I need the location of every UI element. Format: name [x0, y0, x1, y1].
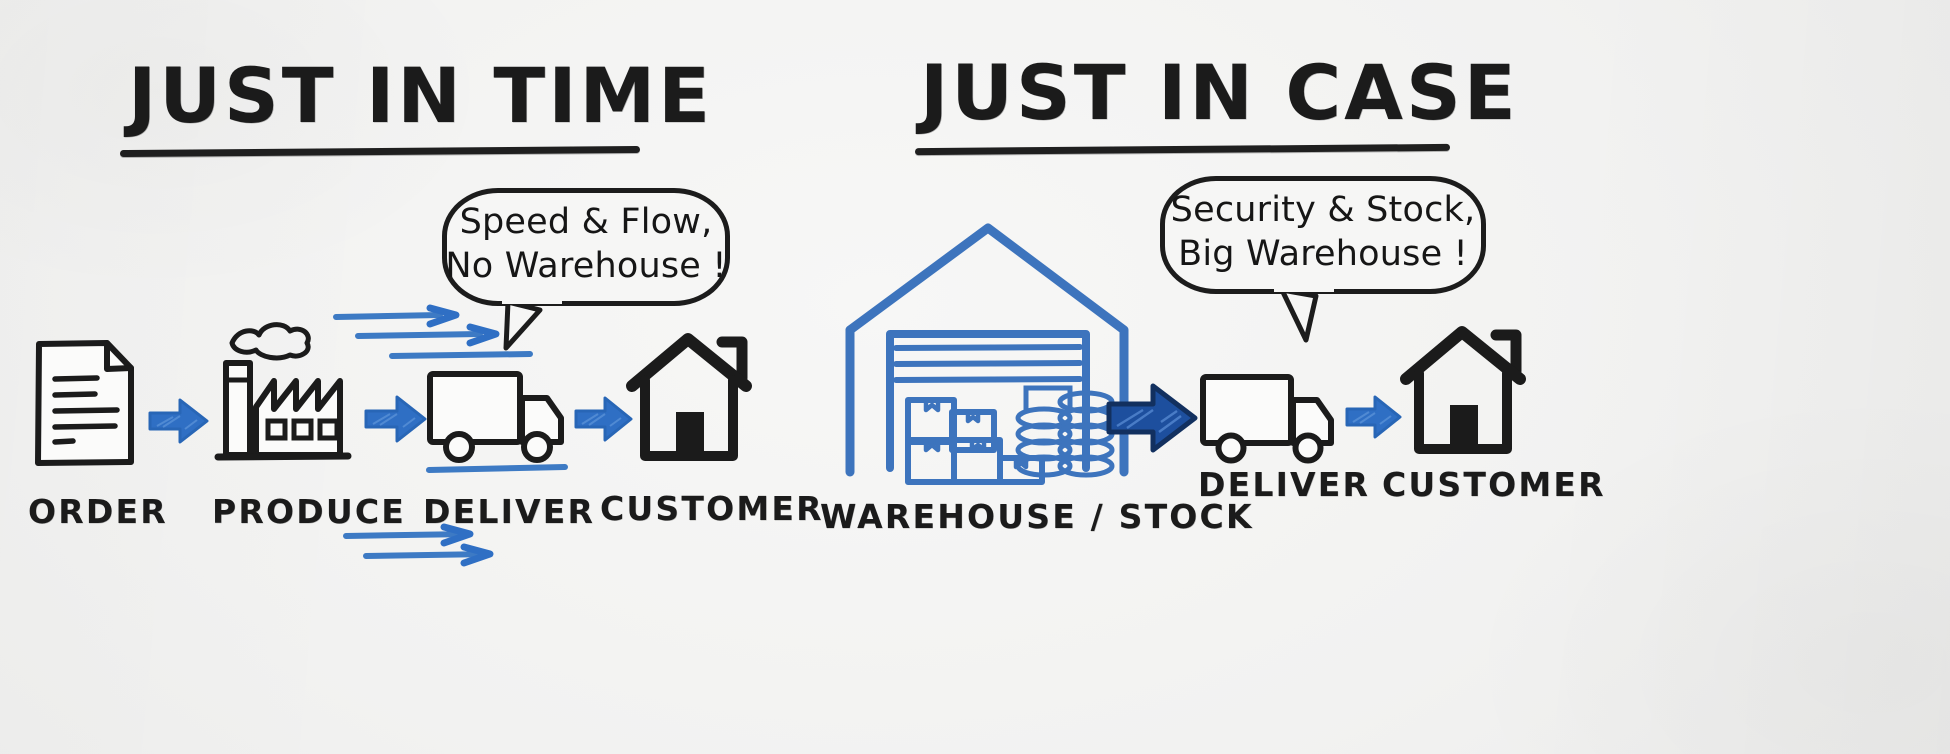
speed-lines-icon-upper	[330, 304, 600, 365]
step-label-order: ORDER	[28, 492, 168, 531]
bubble-line-1: Speed & Flow,	[459, 202, 713, 243]
title-underline	[119, 145, 641, 158]
big-blue-arrow-icon	[1105, 380, 1201, 456]
title-underline	[914, 143, 1451, 156]
speech-bubble-tail-icon	[1272, 282, 1362, 352]
step-label-warehouse: WAREHOUSE / STOCK	[820, 497, 1254, 536]
blue-arrow-icon	[1344, 392, 1404, 444]
bubble-line-2: Big Warehouse !	[1178, 234, 1468, 274]
truck-icon	[425, 370, 570, 468]
panel-just-in-case: JUST IN CASE Security & Stock, Big Wareh…	[820, 0, 1950, 754]
step-label-deliver: DELIVER	[1198, 465, 1371, 504]
speed-lines-icon-middle	[425, 462, 575, 476]
panel-just-in-time: JUST IN TIME Speed & Flow, No Warehouse …	[0, 0, 860, 754]
blue-arrow-icon-2	[363, 392, 429, 448]
house-icon	[626, 333, 754, 466]
document-icon	[33, 338, 137, 468]
blue-arrow-icon-1	[147, 395, 211, 449]
warehouse-icon	[838, 222, 1136, 485]
blue-arrow-icon-3	[573, 393, 635, 447]
step-label-customer: CUSTOMER	[1382, 465, 1606, 504]
speech-bubble-jit: Speed & Flow, No Warehouse !	[442, 188, 730, 306]
speech-bubble-jic: Security & Stock, Big Warehouse !	[1160, 176, 1486, 294]
step-label-produce: PRODUCE	[212, 492, 406, 531]
factory-icon	[212, 285, 360, 470]
step-label-customer: CUSTOMER	[600, 489, 824, 528]
bubble-line-1: Security & Stock,	[1170, 190, 1476, 231]
house-icon	[1400, 326, 1528, 459]
speech-bubble-tail-icon	[500, 294, 590, 360]
panel-title-just-in-time: JUST IN TIME	[128, 51, 714, 140]
panel-title-just-in-case: JUST IN CASE	[920, 48, 1519, 137]
truck-icon	[1198, 373, 1340, 469]
speed-lines-icon-lower	[340, 523, 590, 588]
bubble-line-2: No Warehouse !	[445, 246, 727, 286]
step-label-deliver: DELIVER	[423, 492, 596, 531]
